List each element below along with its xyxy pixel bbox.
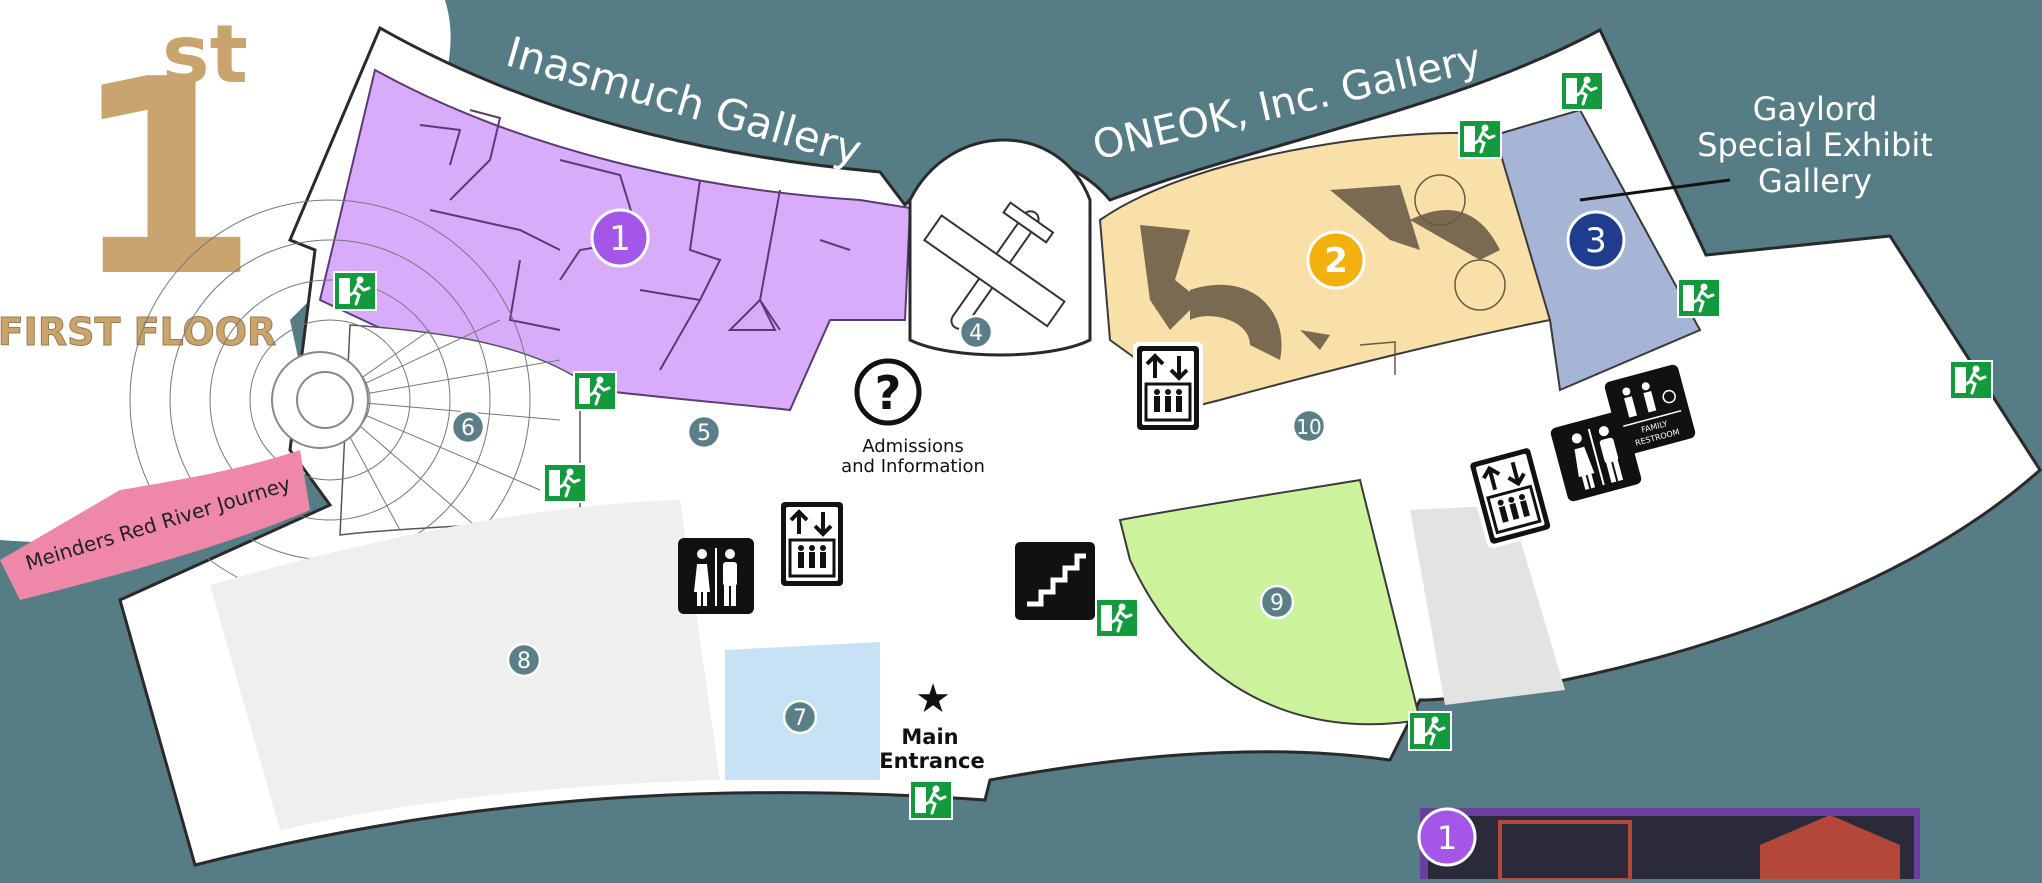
exit-sign-icon — [541, 461, 589, 505]
right-wing-gray-area — [1410, 505, 1565, 705]
exit-sign-icon — [1947, 358, 1995, 402]
main-entrance-label: Main Entrance — [879, 725, 985, 773]
exit-sign-icon — [1456, 117, 1504, 161]
meinders-path — [0, 450, 310, 600]
svg-text:9: 9 — [1270, 591, 1284, 616]
svg-text:5: 5 — [697, 421, 711, 446]
floor-number: 1 — [71, 21, 259, 336]
exit-sign-icon — [1675, 276, 1723, 320]
floor-number-suffix: st — [162, 8, 248, 101]
oneok-gallery-exhibits — [1140, 185, 1500, 360]
marker-2[interactable]: 2 — [1306, 230, 1366, 290]
restroom-icon — [678, 538, 754, 614]
elevator-icon — [775, 496, 849, 592]
airplane-icon — [922, 201, 1066, 330]
marker-4[interactable]: 4 — [958, 314, 994, 350]
gaylord-gallery-title: Gaylord Special Exhibit Gallery — [1697, 90, 1933, 200]
gaylord-pointer-line — [1579, 178, 1731, 202]
exit-sign-icon — [907, 778, 955, 822]
svg-text:7: 7 — [793, 706, 807, 731]
exit-sign-icon — [1406, 709, 1454, 753]
marker-3[interactable]: 3 — [1566, 210, 1626, 270]
star-icon: ★ — [915, 676, 951, 722]
svg-text:Admissions: Admissions — [862, 436, 964, 457]
svg-text:Main: Main — [901, 725, 958, 749]
stairs-icon — [1015, 542, 1095, 620]
exit-sign-icon — [571, 369, 619, 413]
exit-sign-icon — [331, 269, 379, 313]
marker-7[interactable]: 7 — [782, 699, 818, 735]
svg-text:2: 2 — [1324, 241, 1348, 281]
marker-9[interactable]: 9 — [1259, 584, 1295, 620]
svg-text:10: 10 — [1296, 415, 1321, 439]
svg-text:and Information: and Information — [841, 456, 985, 477]
room-8-area[interactable] — [210, 500, 720, 830]
rotunda — [908, 138, 1092, 357]
marker-6[interactable]: 6 — [450, 409, 486, 445]
svg-text:?: ? — [875, 366, 902, 420]
marker-1[interactable]: 1 — [590, 208, 650, 268]
svg-text:Entrance: Entrance — [879, 749, 985, 773]
floor-title: FIRST FLOOR — [0, 310, 276, 354]
admissions-label: Admissions and Information — [841, 436, 985, 477]
svg-text:Special Exhibit: Special Exhibit — [1697, 126, 1933, 164]
thumbnail-marker: 1 — [1437, 819, 1457, 857]
marker-5[interactable]: 5 — [686, 414, 722, 450]
family-restroom-icon: FAMILY RESTROOM — [1604, 364, 1696, 456]
exit-sign-icon — [1558, 69, 1606, 113]
exit-sign-icon — [1093, 596, 1141, 640]
marker-10[interactable]: 10 — [1291, 408, 1327, 444]
svg-text:3: 3 — [1585, 221, 1607, 261]
svg-text:8: 8 — [517, 649, 531, 674]
information-icon[interactable]: ? — [854, 358, 922, 426]
svg-text:4: 4 — [969, 321, 983, 346]
marker-8[interactable]: 8 — [506, 642, 542, 678]
svg-text:Gaylord: Gaylord — [1753, 90, 1878, 128]
svg-text:Gallery: Gallery — [1758, 162, 1872, 200]
svg-text:6: 6 — [461, 416, 475, 441]
exhibit-thumbnail[interactable]: 1 — [1417, 807, 1920, 882]
elevator-icon — [1131, 340, 1205, 436]
svg-text:1: 1 — [609, 219, 631, 259]
